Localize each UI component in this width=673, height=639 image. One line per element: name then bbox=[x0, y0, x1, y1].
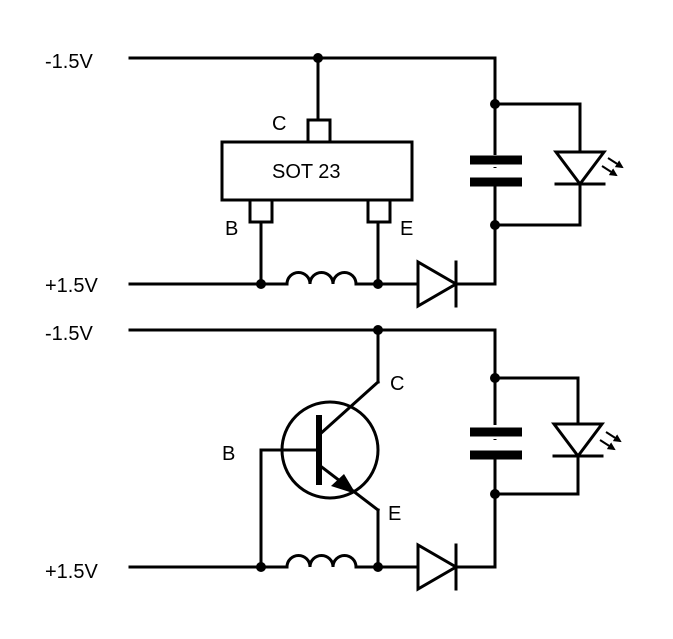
bottom-negative-rail-label: -1.5V bbox=[45, 323, 93, 345]
inductor-icon bbox=[285, 271, 358, 286]
diode-icon bbox=[416, 259, 459, 309]
top-positive-rail-label: +1.5V bbox=[45, 275, 98, 297]
bottom-pin-e-label: E bbox=[388, 503, 401, 525]
sot23-pin-c bbox=[306, 118, 332, 144]
top-negative-rail-label: -1.5V bbox=[45, 51, 93, 73]
sot23-body bbox=[220, 140, 414, 202]
npn-transistor-icon bbox=[280, 379, 381, 513]
led-icon bbox=[553, 150, 624, 187]
sot23-pin-e bbox=[366, 198, 392, 224]
sot23-pin-b bbox=[248, 198, 274, 224]
top-package-label: SOT 23 bbox=[272, 161, 341, 183]
top-pin-e-label: E bbox=[400, 218, 413, 240]
bottom-pin-b-label: B bbox=[222, 443, 235, 465]
bottom-circuit: -1.5V +1.5V C B E bbox=[45, 323, 622, 592]
capacitor-icon bbox=[470, 425, 522, 460]
capacitor-icon bbox=[470, 155, 522, 187]
top-pin-b-label: B bbox=[225, 218, 238, 240]
led-icon bbox=[551, 422, 622, 459]
diode-icon bbox=[416, 542, 459, 592]
top-circuit: -1.5V +1.5V SOT 23 C B E bbox=[45, 51, 624, 309]
bottom-positive-rail-label: +1.5V bbox=[45, 561, 98, 583]
bottom-pin-c-label: C bbox=[390, 373, 404, 395]
inductor-icon bbox=[285, 554, 358, 569]
top-pin-c-label: C bbox=[272, 113, 286, 135]
